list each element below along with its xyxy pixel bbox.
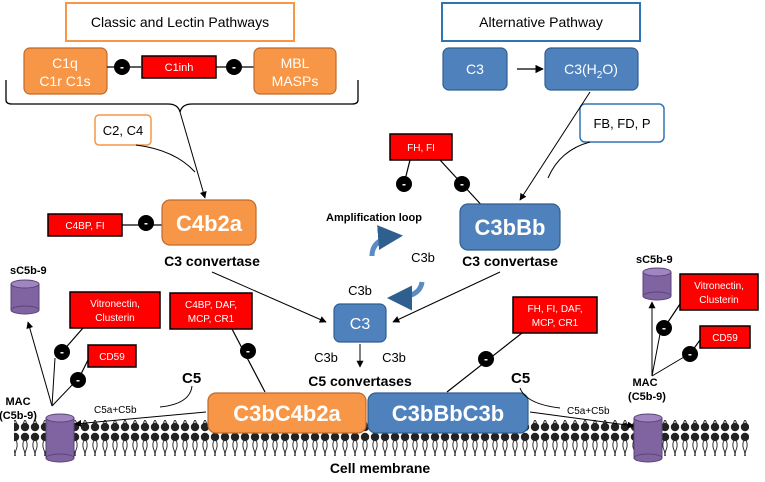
right-c5a-c5b-label: C5a+C5b [567,406,610,417]
inhibit-icon: - [682,346,698,362]
svg-text:-: - [232,60,236,74]
reg-right-box: FH, FI, DAF, MCP, CR1 [512,296,598,334]
alt-c3-label: C3 [466,61,484,77]
right-c5b9-label: (C5b-9) [628,391,666,403]
classic-header: Classic and Lectin Pathways [65,2,295,42]
mbl-box: MBL MASPs [253,47,337,95]
cell-membrane-label: Cell membrane [330,460,431,476]
inhibit-icon: - [138,215,154,231]
masps-label: MASPs [272,73,319,89]
c5-convertases-label: C5 convertases [308,373,412,389]
left-vitronectin-box: Vitronectin, Clusterin [69,291,161,329]
left-c5a-c5b-label: C5a+C5b [94,405,137,416]
right-vitronectin-box: Vitronectin, Clusterin [679,273,759,311]
svg-text:-: - [144,216,148,230]
reg-left-label-1: C4BP, DAF, [185,300,237,311]
inhibit-icon: - [396,176,412,192]
svg-text:-: - [460,177,464,191]
c3bbbc3b-label: C3bBbC3b [392,401,504,426]
inhibit-icon: - [454,176,470,192]
c3bbb-label: C3bBb [475,215,546,240]
svg-text:-: - [246,344,250,358]
right-mac-cylinder [633,413,663,463]
c4b2a-box: C4b2a [161,199,257,246]
c3b-right-label: C3b [382,350,406,365]
right-sc5b9-cylinder [642,267,672,301]
c3bc4b2a-label: C3bC4b2a [233,401,341,426]
right-cd59-box: CD59 [699,325,751,349]
fh-fi-box: FH, FI [389,133,453,161]
fb-fd-p-label: FB, FD, P [593,116,650,131]
inhibit-icon: - [70,372,86,388]
c4b2a-label: C4b2a [176,211,243,236]
c1r-c1s-label: C1r C1s [39,73,90,89]
inhibit-icon: - [54,344,70,360]
reg-right-label-2: MCP, CR1 [532,318,579,329]
left-mac-label: MAC [5,396,30,408]
svg-text:-: - [662,321,666,335]
right-cd59-label: CD59 [712,333,738,344]
c3b-loop-label: C3b [348,283,372,298]
inhibit-icon: - [226,59,242,75]
c3b-loop-label: C3b [411,250,435,265]
inhibit-icon: - [114,59,130,75]
svg-text:-: - [76,373,80,387]
c3bbbc3b-box: C3bBbC3b [367,392,529,434]
svg-text:-: - [484,352,488,366]
svg-text:-: - [60,345,64,359]
c3b-left-label: C3b [314,350,338,365]
left-c5b9-label: (C5b-9) [0,410,37,422]
left-cd59-box: CD59 [87,344,137,368]
svg-text:-: - [120,60,124,74]
c2-c4-box: C2, C4 [94,114,152,146]
inhibit-icon: - [478,351,494,367]
c3h2o-label: C3(H2O) [564,61,618,81]
alt-c3-convertase-label: C3 convertase [462,253,558,269]
center-c3-label: C3 [350,316,371,333]
c1q-box: C1q C1r C1s [23,47,108,95]
fb-fd-p-box: FB, FD, P [579,103,665,143]
c3h2o-box: C3(H2O) [544,47,639,91]
c3bbb-box: C3bBb [459,203,561,251]
left-c5-label: C5 [182,370,201,387]
left-vitronectin-label: Vitronectin, [90,299,140,310]
right-sc5b9-label: sC5b-9 [636,254,673,266]
mbl-label: MBL [281,55,310,71]
left-mac-cylinder [45,413,75,463]
svg-text:-: - [402,177,406,191]
c1q-label: C1q [52,55,78,71]
c1inh-box: C1inh [141,55,217,79]
right-clusterin-label: Clusterin [699,295,738,306]
center-c3-box: C3 [333,303,387,343]
inhibit-icon: - [240,343,256,359]
c2-c4-label: C2, C4 [103,123,143,138]
reg-right-label-1: FH, FI, DAF, [528,304,583,315]
left-cd59-label: CD59 [99,352,125,363]
c3bc4b2a-box: C3bC4b2a [207,392,367,434]
right-mac-label: MAC [632,377,657,389]
classic-header-label: Classic and Lectin Pathways [91,14,269,30]
alternative-header-label: Alternative Pathway [479,14,603,30]
amplification-loop-label: Amplification loop [326,212,422,224]
amplification-loop-arrows [369,225,425,311]
right-c5-label: C5 [511,370,530,387]
left-clusterin-label: Clusterin [95,313,134,324]
c4bp-fi-box: C4BP, FI [47,213,123,237]
inhibit-icon: - [656,320,672,336]
reg-left-box: C4BP, DAF, MCP, CR1 [169,292,253,330]
svg-text:-: - [688,347,692,361]
alternative-header: Alternative Pathway [441,2,641,42]
classic-c3-convertase-label: C3 convertase [164,253,260,269]
right-vitronectin-label: Vitronectin, [694,281,744,292]
left-sc5b9-label: sC5b-9 [10,265,47,277]
alt-c3-box: C3 [442,47,508,91]
fh-fi-label: FH, FI [407,143,435,154]
reg-left-label-2: MCP, CR1 [188,314,235,325]
left-sc5b9-cylinder [10,279,40,315]
c4bp-fi-label: C4BP, FI [65,221,104,232]
c1inh-label: C1inh [165,62,194,74]
